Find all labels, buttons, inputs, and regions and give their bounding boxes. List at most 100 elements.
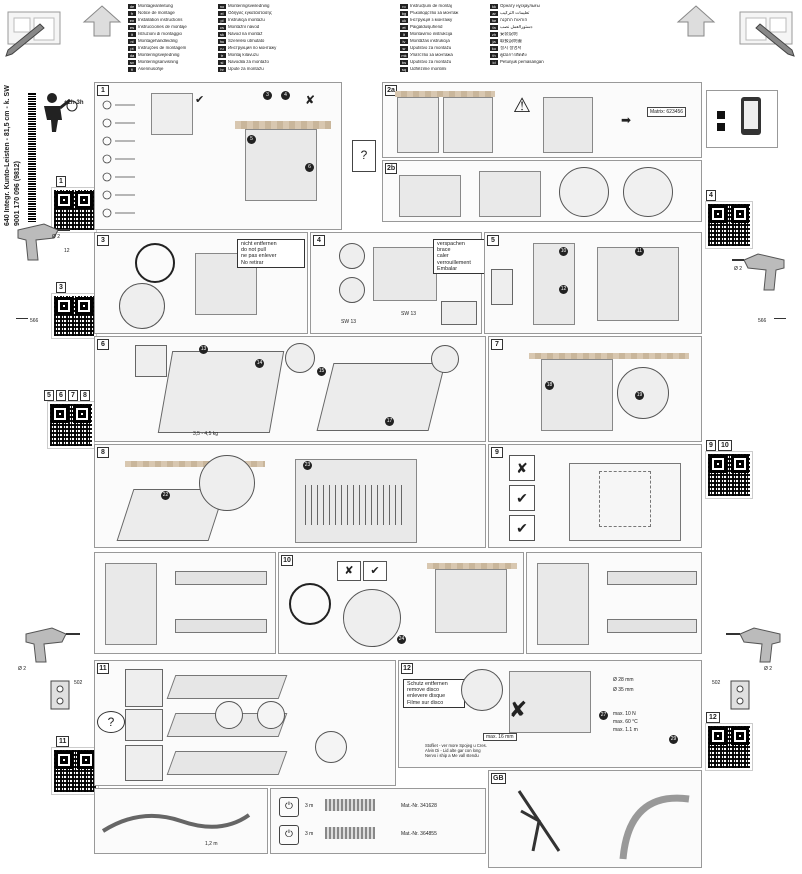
zoom-circle <box>285 343 315 373</box>
mount-block-right <box>730 680 750 710</box>
spine-number: 9001 170 096 (9812) <box>14 161 21 226</box>
drill-icon-right <box>728 250 788 306</box>
pliers-icon <box>509 781 569 861</box>
qr-code-9-10[interactable] <box>705 451 753 499</box>
callout-line: ne pas enlever <box>241 253 277 260</box>
callout-brace: verspachen brace caler verrouillement Em… <box>433 239 485 275</box>
model-label: Matrix: 623456 <box>647 107 687 117</box>
language-code: lt <box>400 32 408 37</box>
time-label: +2h-3h <box>64 100 84 106</box>
language-text: Asennusohje <box>138 67 164 71</box>
dimension-label: max. 10 N <box>613 711 636 717</box>
option-box-checked: ✔ <box>509 485 535 511</box>
cabinet-side <box>537 563 589 645</box>
callout-line: caler verrouillement <box>437 253 471 266</box>
home-arrow-icon-right <box>676 4 716 38</box>
language-text: Szerelési útmutató <box>228 39 265 43</box>
question-page-icon: ? <box>352 140 376 172</box>
qr-code-12[interactable] <box>705 723 753 771</box>
language-code: sl <box>218 60 226 65</box>
qr-code-5-8[interactable] <box>47 401 95 449</box>
panel-number: 7 <box>491 339 503 350</box>
hose-strip-right: ⏻ 3 m Mat.-Nr. 341628 ⏻ 3 m Mat.-Nr. 364… <box>270 788 486 854</box>
hose-length-total: 1,2 m <box>205 841 218 847</box>
hose-length-b: 3 m <box>305 831 314 837</box>
step-marker: 22 <box>161 491 170 500</box>
language-code: es <box>128 25 136 30</box>
language-text: Instrukcja montażu <box>228 18 265 22</box>
max-height-label: max. 16 mm <box>483 733 517 741</box>
drill-icon-bottom-right <box>722 624 784 664</box>
language-code: bg <box>400 11 408 16</box>
zoom-circle <box>215 701 243 729</box>
no-entry-icon <box>289 583 331 625</box>
qr-tag-4: 4 <box>706 190 716 201</box>
option-box-crossed: ✘ <box>509 455 535 481</box>
panel-number: 9 <box>491 447 503 458</box>
wall-mark-right <box>774 318 786 319</box>
option-cabinet <box>125 745 163 781</box>
language-code: bs <box>400 60 408 65</box>
language-code: fi <box>128 67 136 72</box>
panel-5: 5 10 12 11 <box>484 232 702 334</box>
language-text: Орнату нұсқаулығы <box>500 4 540 8</box>
qr-code-1[interactable] <box>51 187 97 233</box>
drill-icon-left <box>14 220 74 276</box>
wrench-size-label: SW 13 <box>341 319 357 325</box>
language-text: دستورالعمل نصب <box>500 25 533 29</box>
language-code: ro <box>400 4 408 9</box>
front-panel-diagram <box>569 463 681 541</box>
hose-curve <box>619 781 693 861</box>
qr-code-4[interactable] <box>705 201 753 249</box>
zoom-circle <box>431 345 459 373</box>
qr-tag-5: 5 <box>44 390 54 401</box>
dimension-label: max. 60 °C <box>613 719 638 725</box>
panel-2b: 2b <box>382 160 702 222</box>
step-marker: 15 <box>317 367 326 376</box>
option-box-checked: ✔ <box>509 515 535 541</box>
dishwasher-front <box>435 569 507 633</box>
detail-inset <box>135 345 167 377</box>
language-code: ko <box>490 46 498 51</box>
part-number-a: Mat.-Nr. 341628 <box>401 803 437 809</box>
note-block: Stofliet - ver more Spojeg u Cres. Alvin… <box>425 743 535 758</box>
measure-566-right: 566 <box>758 318 767 324</box>
pencil-drawing-icon-left <box>4 8 68 60</box>
qr-code-11[interactable] <box>51 747 99 795</box>
language-text: Ръководство за монтаж <box>410 11 459 15</box>
qr-code-3[interactable] <box>51 293 97 339</box>
language-text: Upute za montažu <box>228 67 264 71</box>
callout-line: Schutz entfernen <box>407 681 448 687</box>
rail-detail <box>166 751 288 775</box>
language-text: Instrucciones de montaje <box>138 25 187 29</box>
panel-2a: 2a ⚠ ➡ Matrix: 623456 <box>382 82 702 158</box>
language-text: Montaj kılavuzu <box>228 53 259 57</box>
detail-inset <box>491 269 513 305</box>
qr-tag-8: 8 <box>80 390 90 401</box>
language-text: Monteringsveiledning <box>228 4 270 8</box>
step-marker: 6 <box>305 163 314 172</box>
qr-tag-10: 10 <box>718 440 732 451</box>
door-panel <box>157 351 285 433</box>
callout-line: No retirar <box>241 259 264 266</box>
callout-line: remove disco <box>407 687 440 694</box>
panel-number: 2a <box>385 85 397 96</box>
countertop <box>529 353 689 359</box>
callout-remove-protection: Schutz entfernen remove disco enlevere d… <box>403 679 465 708</box>
zoom-circle <box>623 167 673 217</box>
barcode <box>28 92 36 222</box>
panel-12: 12 Schutz entfernen remove disco enlever… <box>398 660 702 768</box>
socket-icon: ⏻ <box>279 825 299 845</box>
